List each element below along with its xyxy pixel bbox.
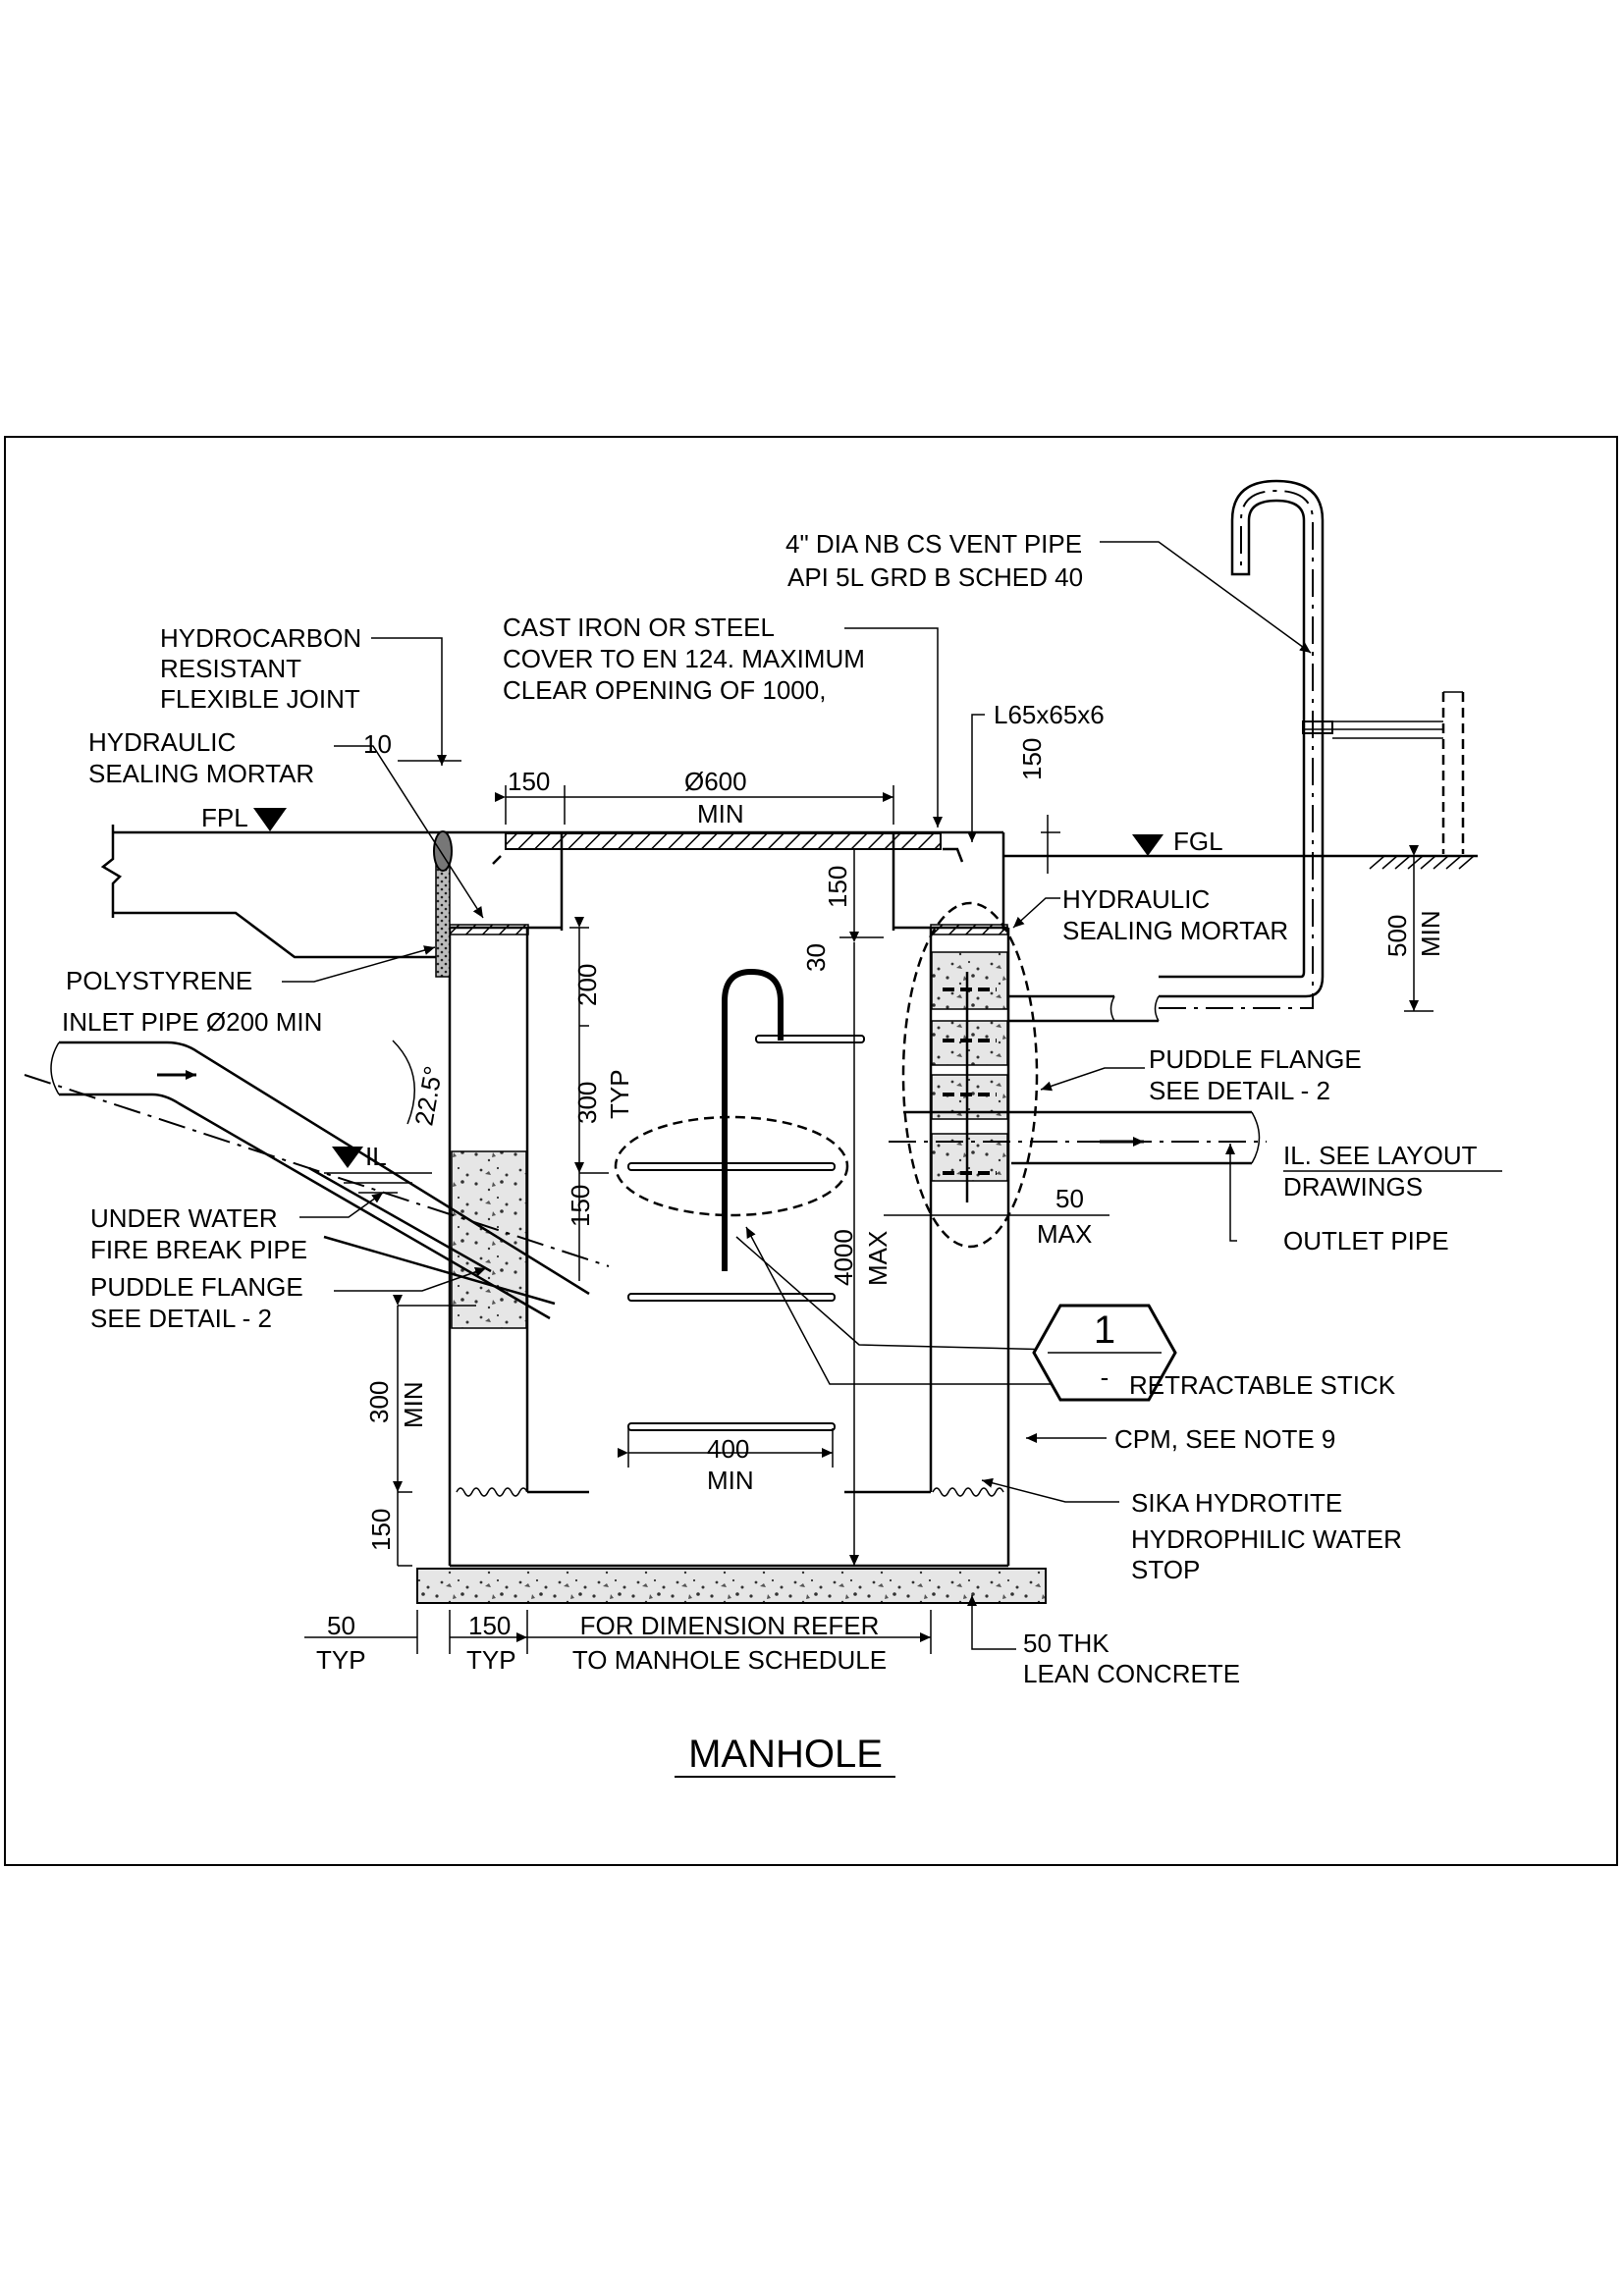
step-irons	[627, 1035, 865, 1431]
wall-concrete-right	[931, 951, 1008, 1202]
label-sika-1: SIKA HYDROTITE	[1131, 1488, 1342, 1518]
dim-200: 200	[572, 964, 602, 1006]
il-marker	[332, 1147, 363, 1168]
polystyrene	[435, 863, 451, 978]
dim-4000: 4000	[829, 1229, 858, 1286]
dim-150-typ: 150	[468, 1611, 511, 1640]
label-cover-1: CAST IRON OR STEEL	[503, 613, 775, 642]
leader-lines	[282, 541, 1312, 1650]
dim-300-typ: 300	[572, 1082, 602, 1124]
angle-bracket-right	[943, 847, 964, 863]
dim-min-400: MIN	[707, 1466, 754, 1495]
label-sika-3: STOP	[1131, 1555, 1200, 1584]
label-hsm-left-1: HYDRAULIC	[88, 727, 236, 757]
label-sika-2: HYDROPHILIC WATER	[1131, 1524, 1402, 1554]
dim-max-h: MAX	[1037, 1219, 1092, 1249]
labels: 4" DIA NB CS VENT PIPE API 5L GRD B SCHE…	[62, 529, 1502, 1688]
label-cover-2: COVER TO EN 124. MAXIMUM	[503, 644, 865, 673]
dimension-texts: 10 150 Ø600 MIN 150 150 30 200 300 TYP 2…	[316, 729, 1445, 1675]
outlet-pipe	[889, 1110, 1267, 1165]
label-under-water-2: FIRE BREAK PIPE	[90, 1235, 307, 1264]
label-il-left: IL	[365, 1142, 387, 1171]
label-hsm-right-2: SEALING MORTAR	[1062, 916, 1288, 945]
wall-concrete-left	[451, 1150, 527, 1329]
label-puddle-right-2: SEE DETAIL - 2	[1149, 1076, 1330, 1105]
dimension-lines	[304, 760, 1434, 1654]
label-hydrocarbon-1: HYDROCARBON	[160, 623, 361, 653]
label-angle: L65x65x6	[994, 700, 1105, 729]
mortar-left	[449, 924, 529, 935]
label-lean-2: LEAN CONCRETE	[1023, 1659, 1240, 1688]
dim-600: Ø600	[684, 767, 747, 796]
label-hsm-left-2: SEALING MORTAR	[88, 759, 314, 788]
fgl-marker	[1132, 834, 1163, 856]
dim-400: 400	[707, 1434, 749, 1464]
dim-typ-50: TYP	[316, 1645, 366, 1675]
retractable-stick	[722, 968, 784, 1271]
fpl-marker	[253, 808, 287, 831]
dim-50-max: 50	[1055, 1184, 1084, 1213]
dim-30: 30	[801, 943, 831, 972]
dim-500: 500	[1382, 915, 1412, 957]
label-il-right-1: IL. SEE LAYOUT	[1283, 1141, 1478, 1170]
label-vent-pipe-1: 4" DIA NB CS VENT PIPE	[785, 529, 1082, 559]
dim-300-min: 300	[364, 1381, 394, 1423]
inlet-pipe	[24, 1041, 610, 1320]
dim-typ-150: TYP	[466, 1645, 516, 1675]
label-inlet-pipe: INLET PIPE Ø200 MIN	[62, 1007, 322, 1037]
label-lean-1: 50 THK	[1023, 1629, 1109, 1658]
dim-typ-v: TYP	[605, 1069, 634, 1119]
label-hydrocarbon-2: RESISTANT	[160, 654, 301, 683]
detail-sheet: -	[1101, 1362, 1109, 1392]
label-schedule-2: TO MANHOLE SCHEDULE	[572, 1645, 887, 1675]
label-under-water-1: UNDER WATER	[90, 1203, 278, 1233]
label-puddle-left-1: PUDDLE FLANGE	[90, 1272, 303, 1302]
waterstop-left	[456, 1487, 528, 1497]
label-cover-3: CLEAR OPENING OF 1000,	[503, 675, 826, 705]
detail-number: 1	[1094, 1308, 1115, 1352]
label-hydrocarbon-3: FLEXIBLE JOINT	[160, 684, 360, 714]
dim-max-v: MAX	[863, 1231, 893, 1286]
label-cpm: CPM, SEE NOTE 9	[1114, 1424, 1335, 1454]
dim-angle: 22.5°	[408, 1064, 448, 1128]
dim-10: 10	[363, 729, 392, 759]
dim-150-cover: 150	[1017, 738, 1047, 780]
drawing-frame	[4, 436, 1618, 1866]
label-puddle-left-2: SEE DETAIL - 2	[90, 1304, 272, 1333]
label-vent-pipe-2: API 5L GRD B SCHED 40	[787, 562, 1083, 592]
label-polystyrene: POLYSTYRENE	[66, 966, 252, 995]
label-retractable-stick: RETRACTABLE STICK	[1129, 1370, 1396, 1400]
under-water-pipe	[308, 1166, 556, 1306]
label-fgl: FGL	[1173, 827, 1223, 856]
ground-right	[1003, 854, 1478, 870]
flange-ellipse-center	[614, 1115, 849, 1217]
dim-150-base: 150	[366, 1509, 396, 1551]
ground-left	[100, 825, 503, 959]
label-hsm-right-1: HYDRAULIC	[1062, 884, 1210, 914]
dim-min-500: MIN	[1416, 910, 1445, 957]
dim-150-mid: 150	[566, 1185, 595, 1227]
dim-min-300: MIN	[399, 1381, 428, 1428]
dim-150-top: 150	[508, 767, 550, 796]
waterstop-right	[932, 1487, 1004, 1497]
label-il-right-2: DRAWINGS	[1283, 1172, 1423, 1201]
angle-bracket-left	[492, 855, 502, 865]
dim-150-ring: 150	[823, 866, 852, 908]
lean-concrete-slab	[416, 1568, 1047, 1604]
detail-marker: 1 -	[1032, 1304, 1177, 1402]
dim-50-typ: 50	[327, 1611, 355, 1640]
water-lines	[324, 1172, 432, 1194]
puddle-flange-ellipse	[901, 901, 1039, 1249]
label-fpl: FPL	[201, 803, 248, 832]
drawing-title: MANHOLE	[688, 1733, 883, 1776]
label-puddle-right-1: PUDDLE FLANGE	[1149, 1044, 1362, 1074]
label-schedule-1: FOR DIMENSION REFER	[580, 1611, 880, 1640]
dim-600-min: MIN	[697, 799, 744, 828]
label-outlet-pipe: OUTLET PIPE	[1283, 1226, 1449, 1255]
mortar-right	[930, 924, 1008, 935]
cover-slab	[505, 832, 942, 850]
